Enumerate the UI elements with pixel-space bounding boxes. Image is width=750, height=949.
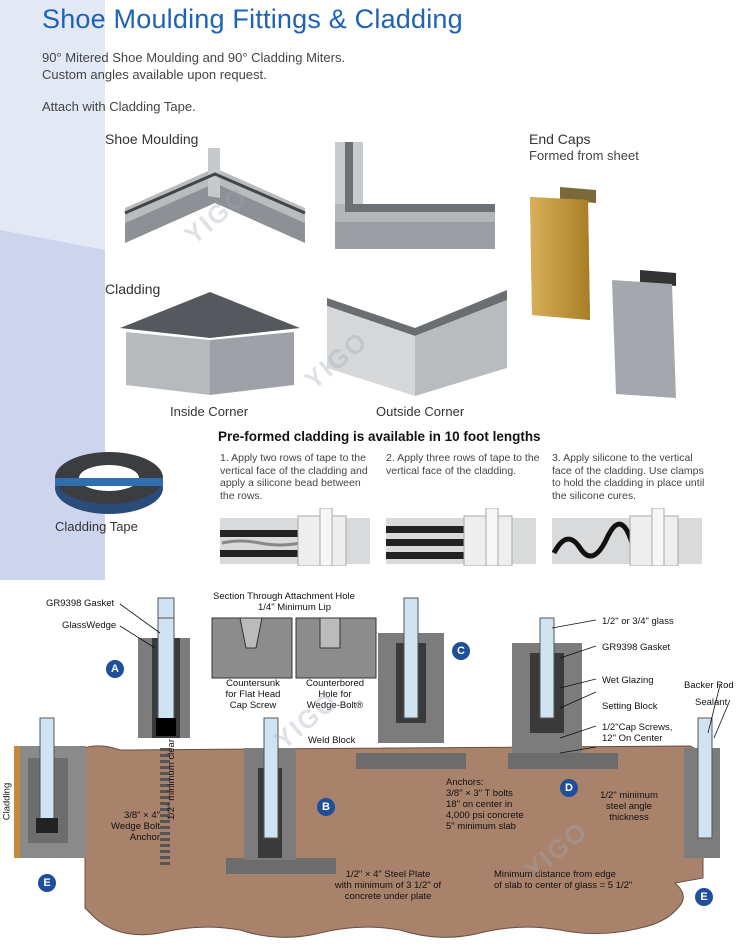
min-lip-label: 1/4" Minimum Lip <box>258 602 332 613</box>
marker-b: B <box>317 798 335 816</box>
preformed-heading: Pre-formed cladding is available in 10 f… <box>218 429 541 444</box>
page-title: Shoe Moulding Fittings & Cladding <box>42 4 463 34</box>
cladding-tape-label: Cladding Tape <box>55 519 138 534</box>
cladding-tape-image <box>55 452 163 514</box>
cladding-outside-corner-image <box>327 290 507 396</box>
step-2-text: 2. Apply three rows of tape to the verti… <box>386 452 540 477</box>
intro-text: 90° Mitered Shoe Moulding and 90° Claddi… <box>42 49 345 115</box>
step-3-text: 3. Apply silicone to the vertical face o… <box>552 452 705 502</box>
outside-corner-label: Outside Corner <box>376 404 465 419</box>
gr9398-gasket-left-label: GR9398 Gasket <box>46 598 115 609</box>
glasswedge-label: GlassWedge <box>62 620 117 631</box>
inside-corner-label: Inside Corner <box>170 404 249 419</box>
section-title: Section Through Attachment Hole <box>213 591 355 602</box>
weld-block-label: Weld Block <box>308 735 356 746</box>
end-cap-brass-image <box>530 187 596 320</box>
marker-a: A <box>106 660 124 678</box>
setting-block-label: Setting Block <box>602 701 658 712</box>
intro-line-1: 90° Mitered Shoe Moulding and 90° Claddi… <box>42 50 346 65</box>
step-3-image <box>552 508 702 566</box>
sealant-label: Sealant <box>695 697 728 708</box>
marker-c: C <box>452 642 470 660</box>
step-1-text: 1. Apply two rows of tape to the vertica… <box>220 452 368 502</box>
glass-thickness-label: 1/2" or 3/4" glass <box>602 616 674 627</box>
cladding-label: Cladding <box>105 281 161 297</box>
cap-screws-label: 1/2"Cap Screws,12" On Center <box>602 722 673 744</box>
intro-line-2: Custom angles available upon request. <box>42 67 267 82</box>
marker-e-left: E <box>38 874 56 892</box>
backer-rod-label: Backer Rod <box>684 680 734 691</box>
step-1-image <box>220 508 370 566</box>
intro-line-3: Attach with Cladding Tape. <box>42 99 196 114</box>
technical-section-diagram <box>14 597 731 938</box>
marker-e-right: E <box>695 888 713 906</box>
marker-d: D <box>560 779 578 797</box>
cladding-inside-corner-image <box>120 292 300 395</box>
shoe-moulding-inside-image <box>124 148 306 243</box>
gr9398-gasket-right-label: GR9398 Gasket <box>602 642 671 653</box>
shoe-moulding-label: Shoe Moulding <box>105 131 199 147</box>
end-caps-label: End Caps <box>529 131 591 147</box>
min-clear-label: 1/2" minimum clear <box>166 739 177 820</box>
cladding-side-label: Cladding <box>1 782 13 821</box>
wet-glazing-label: Wet Glazing <box>602 675 654 686</box>
shoe-moulding-corner-image <box>335 142 495 249</box>
end-cap-steel-image <box>612 270 676 398</box>
step-2-image <box>386 508 536 566</box>
end-caps-subtitle: Formed from sheet <box>529 148 639 163</box>
